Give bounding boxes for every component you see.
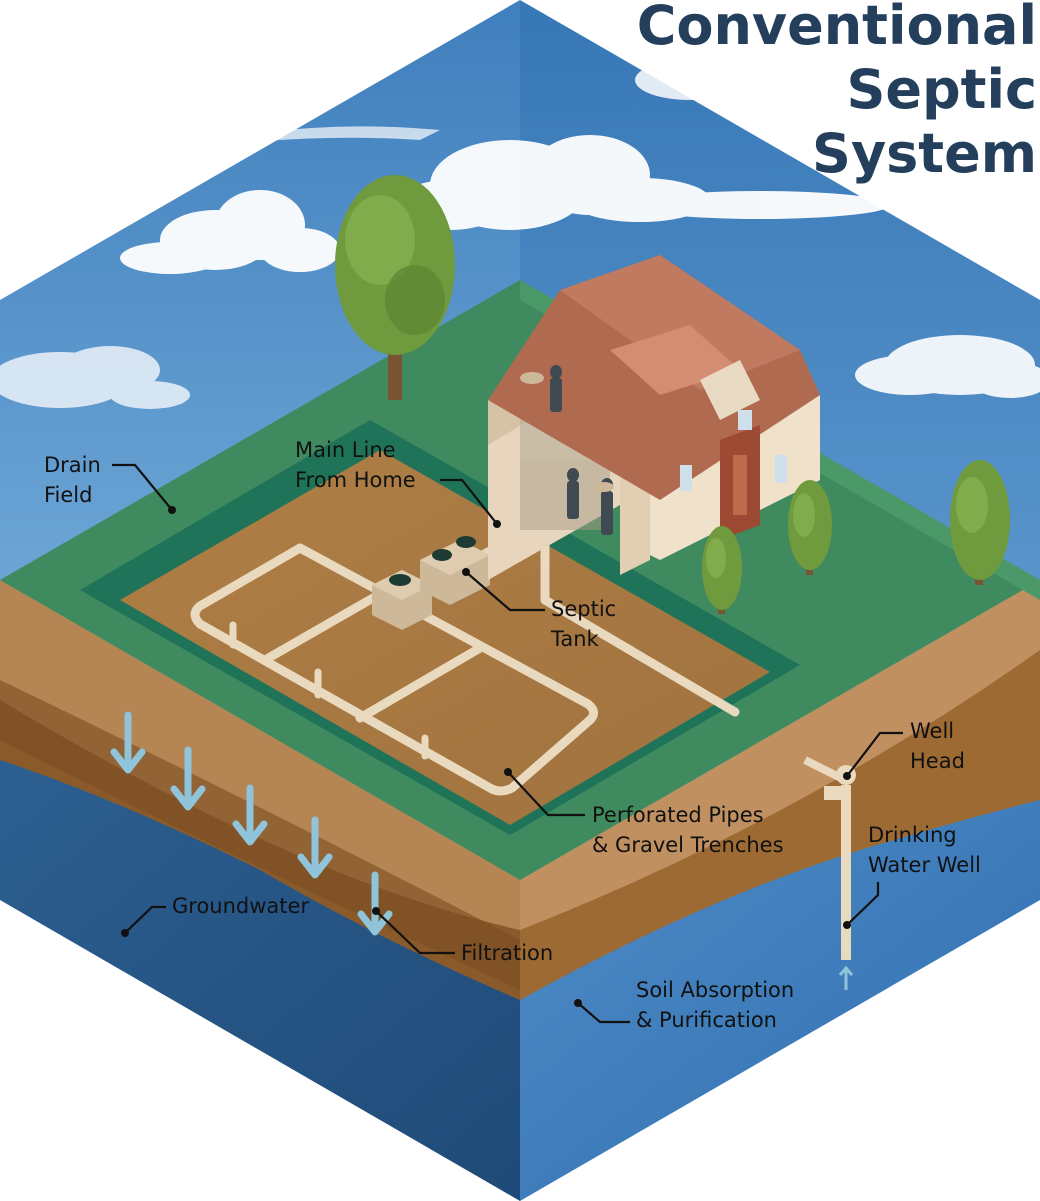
trees — [335, 175, 1010, 614]
callout-groundwater: Groundwater — [121, 894, 309, 937]
label-drinking-water-well-2: Water Well — [868, 853, 981, 877]
label-drain-field-1: Drain — [44, 453, 101, 477]
label-perforated-pipes-1: Perforated Pipes — [592, 803, 764, 827]
label-main-line-1: Main Line — [295, 438, 396, 462]
label-perforated-pipes-2: & Gravel Trenches — [592, 833, 784, 857]
label-well-head-2: Head — [910, 749, 965, 773]
callout-main-line: Main Line From Home — [295, 438, 501, 528]
label-groundwater: Groundwater — [172, 894, 309, 918]
groundwater — [0, 760, 1040, 1201]
title-line-1: Conventional — [637, 0, 1037, 57]
shrub — [702, 526, 742, 614]
callout-septic-tank: Septic Tank — [462, 568, 616, 651]
label-main-line-2: From Home — [295, 468, 416, 492]
filtration-arrows — [110, 711, 393, 936]
diagram-title: Conventional Septic System — [637, 0, 1037, 185]
label-filtration: Filtration — [461, 941, 553, 965]
septic-tank — [372, 536, 490, 630]
callout-well-head: Well Head — [843, 719, 965, 780]
callout-soil-absorption: Soil Absorption & Purification — [574, 978, 794, 1032]
cloud — [855, 335, 1040, 398]
cloud — [120, 190, 340, 274]
callout-perforated-pipes: Perforated Pipes & Gravel Trenches — [504, 768, 784, 857]
label-drinking-water-well-1: Drinking — [868, 823, 957, 847]
well — [803, 756, 856, 990]
shrub — [950, 460, 1010, 585]
label-septic-tank-2: Tank — [550, 627, 600, 651]
house — [488, 255, 820, 580]
label-well-head-1: Well — [910, 719, 954, 743]
callout-drain-field: Drain Field — [44, 453, 176, 514]
callout-drinking-water-well: Drinking Water Well — [843, 823, 981, 929]
title-line-2: Septic — [846, 58, 1037, 121]
pipe-vents — [229, 621, 429, 760]
cloud — [0, 346, 190, 409]
label-soil-absorption-1: Soil Absorption — [636, 978, 794, 1002]
people — [550, 365, 613, 535]
title-line-3: System — [812, 122, 1037, 185]
label-soil-absorption-2: & Purification — [636, 1008, 777, 1032]
label-drain-field-2: Field — [44, 483, 92, 507]
callout-filtration: Filtration — [372, 907, 553, 965]
tall-tree — [335, 175, 455, 400]
shrub — [788, 480, 832, 575]
label-septic-tank-1: Septic — [551, 597, 616, 621]
cloud — [635, 50, 785, 100]
cloud-wisp — [225, 126, 440, 144]
